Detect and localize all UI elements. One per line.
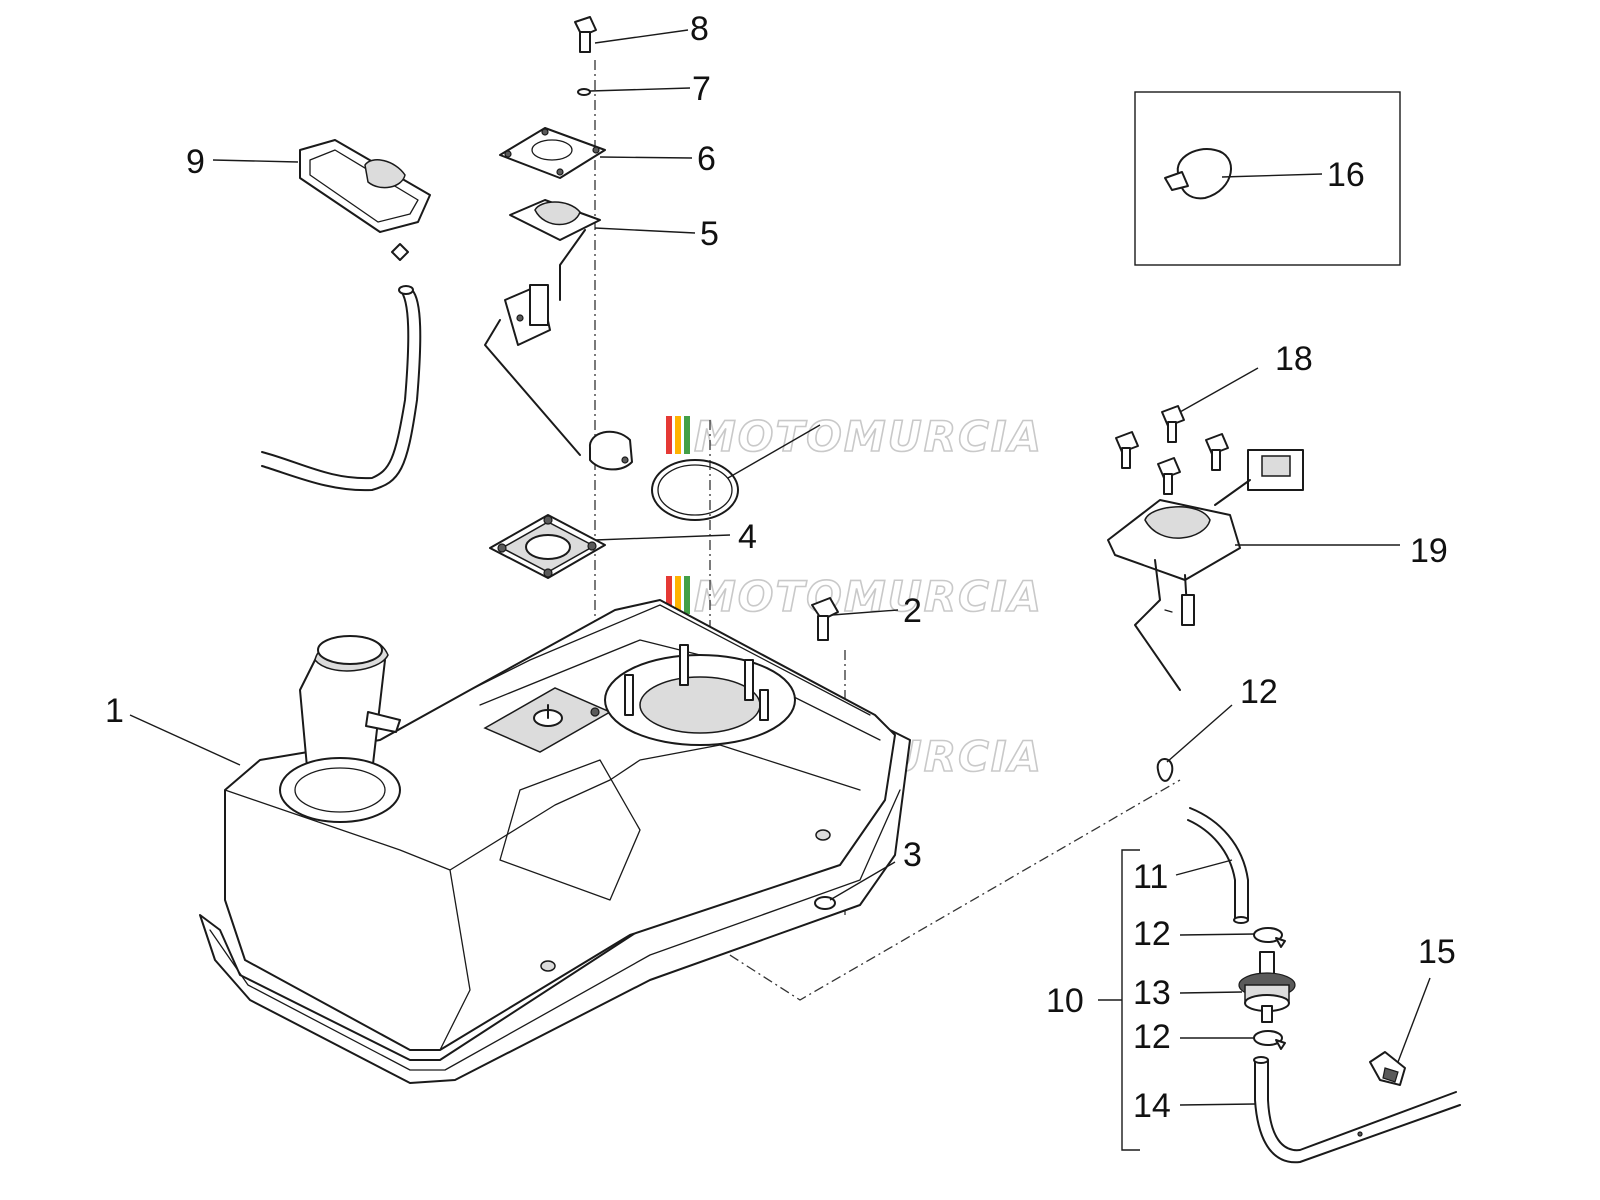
watermark-text: MOTOMURCIA	[694, 572, 1043, 621]
callout-14: 14	[1133, 1087, 1171, 1125]
watermark-stripe-green	[684, 576, 690, 614]
callout-15: 15	[1418, 933, 1456, 971]
callout-5: 5	[700, 215, 719, 253]
watermark-stripe-red	[666, 416, 672, 454]
callout-13: 13	[1133, 974, 1171, 1012]
screw-8	[574, 16, 597, 53]
callout-12-middle: 12	[1133, 915, 1171, 953]
clamp-16-box	[1134, 91, 1401, 266]
callout-12-top: 12	[1240, 673, 1278, 711]
callout-11: 11	[1133, 858, 1168, 896]
hose-clamp-12-lower	[1253, 1030, 1286, 1050]
callout-6: 6	[697, 140, 716, 178]
filler-drain-hose	[261, 285, 422, 492]
callout-8: 8	[690, 10, 709, 48]
watermark-stripe-yellow	[675, 576, 681, 614]
drain-hose-14	[1253, 1056, 1461, 1164]
o-ring	[651, 459, 739, 521]
callout-19: 19	[1410, 532, 1448, 570]
bolt-2	[811, 597, 839, 641]
vent-hose-11	[1187, 807, 1249, 924]
watermark-stripe-red	[666, 576, 672, 614]
watermark-text: MOTOMURCIA	[694, 412, 1043, 461]
callout-9: 9	[186, 143, 205, 181]
watermark-stripe-green	[684, 416, 690, 454]
hose-clamp-12-top	[1156, 758, 1174, 782]
watermark-middle: MOTOMURCIA	[666, 571, 1043, 622]
washer-7	[577, 88, 591, 96]
fuel-tank	[199, 599, 911, 1084]
filler-bracket-9	[299, 139, 431, 261]
callout-2: 2	[903, 592, 922, 630]
gasket-plate-4	[489, 514, 606, 579]
fuel-pump-19	[1107, 449, 1304, 691]
callout-18: 18	[1275, 340, 1313, 378]
callout-4: 4	[738, 518, 757, 556]
fuel-level-sender-5	[484, 199, 633, 471]
sender-flange-6	[499, 127, 606, 179]
callout-12-lower: 12	[1133, 1018, 1171, 1056]
screws-18	[1115, 405, 1229, 495]
hose-clamp-12-middle	[1253, 927, 1286, 948]
hose-clip-15	[1369, 1051, 1406, 1086]
callout-1: 1	[105, 692, 124, 730]
callout-7: 7	[692, 70, 711, 108]
callout-16: 16	[1327, 156, 1365, 194]
check-valve-13	[1238, 951, 1296, 1023]
watermark-stripe-yellow	[675, 416, 681, 454]
callout-10: 10	[1046, 982, 1084, 1020]
watermark-top: MOTOMURCIA	[666, 411, 1043, 462]
leader-lines	[129, 29, 1431, 1151]
callouts: 1 2 3 4 5 6 7 8 9 10 11 12 12 12 13 14 1…	[105, 10, 1456, 1125]
callout-3: 3	[903, 836, 922, 874]
